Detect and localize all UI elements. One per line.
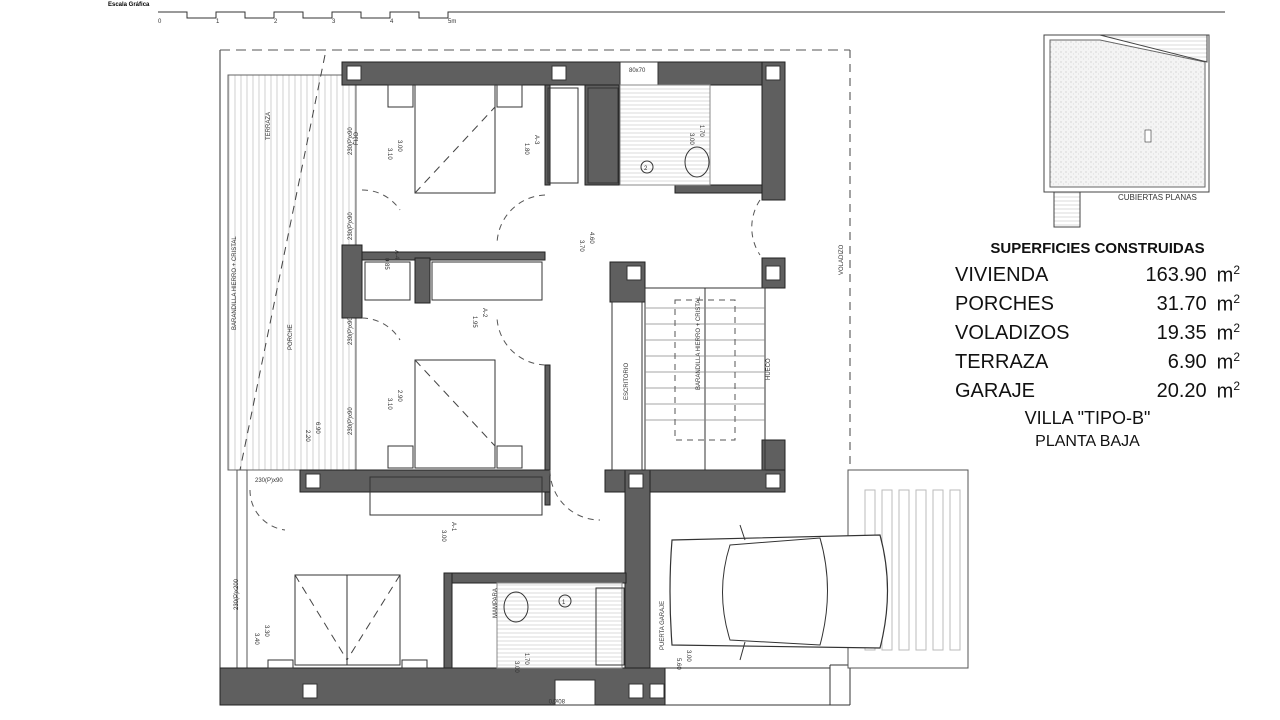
area-name: TERRAZA	[955, 351, 1049, 373]
terrace	[227, 74, 357, 471]
area-row: PORCHES 31.70 m2	[955, 290, 1240, 319]
floor-name: PLANTA BAJA	[1035, 433, 1140, 450]
plan-label: FIJO	[354, 132, 360, 145]
plan-label: 3.10	[386, 148, 392, 160]
plan-label: A-1	[450, 522, 456, 532]
plan-label: 80x70	[548, 697, 565, 703]
area-unit: m2	[1216, 379, 1240, 403]
plan-label: BARANDILLA HIERRO + CRISTAL	[696, 296, 702, 390]
staircase	[611, 287, 766, 471]
garage	[650, 469, 969, 669]
plan-label: 3.10	[386, 398, 392, 410]
plan-label: 2	[644, 166, 648, 172]
plan-label: 3.70	[578, 240, 584, 252]
plan-label: 230(P)x200	[234, 578, 240, 610]
area-row: TERRAZA 6.90 m2	[955, 348, 1240, 377]
area-unit: m2	[1216, 292, 1240, 316]
pergola-slat	[949, 489, 961, 651]
plan-label: 1.80	[523, 143, 529, 155]
plan-label: 3.00	[688, 133, 694, 145]
plan-label: A-4	[393, 250, 399, 260]
bed-3	[267, 574, 428, 669]
plan-label: PORCHE	[288, 324, 294, 350]
scale-tick-label: 5m	[448, 19, 456, 25]
plan-label: 230(P)x90	[348, 212, 354, 240]
plan-label: 5.60	[675, 658, 681, 670]
area-unit: m2	[1216, 321, 1240, 345]
plan-label: 1.70	[698, 125, 704, 137]
plan-label: 230(P)x90	[348, 407, 354, 435]
pergola-slat	[932, 489, 944, 651]
area-name: VOLADIZOS	[955, 322, 1070, 344]
table-title: SUPERFICIES CONSTRUIDAS	[990, 240, 1205, 257]
plan-label: 3.00	[440, 530, 446, 542]
plan-label: 80x70	[629, 68, 646, 74]
plan-label: A-2	[481, 308, 487, 318]
bed-1	[387, 84, 523, 194]
plan-label: 3.30	[263, 625, 269, 637]
plan-label: 1	[562, 600, 566, 606]
plan-label: 230(P)x90	[348, 127, 354, 155]
graphic-scale: 0 1 2 3 4 5m	[158, 11, 1225, 25]
plan-label: 1.95	[471, 316, 477, 328]
car-icon	[669, 524, 889, 661]
pergola-slat	[915, 489, 927, 651]
built-areas-table: SUPERFICIES CONSTRUIDAS VIVIENDA 163.90 m2…	[955, 240, 1240, 451]
plan-label: 230(P)x90	[348, 317, 354, 345]
roof-plan-thumbnail	[1043, 34, 1210, 228]
plan-label: ESCRITORIO	[624, 362, 630, 400]
plan-label: MAMPARA	[493, 588, 499, 618]
plan-label: 6.90	[314, 422, 320, 434]
area-value: 19.35	[1156, 322, 1207, 344]
scale-tick-label: 3	[332, 19, 336, 25]
area-value: 6.90	[1167, 351, 1207, 373]
plan-label: 1.70	[523, 653, 529, 665]
plan-label: BARANDILLA HIERRO + CRISTAL	[232, 236, 238, 330]
area-value: 31.70	[1156, 293, 1207, 315]
scale-tick-label: 1	[216, 19, 220, 25]
area-name: GARAJE	[955, 380, 1036, 402]
plan-label: VOLADIZO	[839, 244, 845, 275]
plan-label: 230(P)x90	[255, 478, 283, 484]
plan-label: 0.85	[383, 258, 389, 270]
bed-2	[387, 359, 523, 469]
area-row: VOLADIZOS 19.35 m2	[955, 319, 1240, 348]
plan-label: 3.00	[685, 650, 691, 662]
roof-caption: CUBIERTAS PLANAS	[1118, 193, 1197, 202]
plan-label: A-3	[533, 135, 539, 145]
plan-label: 3.00	[513, 661, 519, 673]
scale-tick-label: 2	[274, 19, 278, 25]
plan-label: 2.90	[396, 390, 402, 402]
scale-tick-label: 4	[390, 19, 394, 25]
area-name: PORCHES	[955, 293, 1054, 315]
villa-name: VILLA "TIPO-B"	[1024, 408, 1151, 428]
plan-label: PUERTA GARAJE	[660, 601, 666, 650]
area-unit: m2	[1216, 350, 1240, 374]
scale-label: Escala Gráfica	[108, 2, 150, 8]
area-row: GARAJE 20.20 m2	[955, 377, 1240, 406]
area-unit: m2	[1216, 263, 1240, 287]
plan-label: TERRAZA	[266, 112, 272, 140]
area-name: VIVIENDA	[955, 264, 1049, 286]
area-value: 163.90	[1145, 264, 1207, 286]
pergola-slat	[898, 489, 910, 651]
plan-label: HUECO	[766, 358, 772, 380]
area-value: 20.20	[1156, 380, 1207, 402]
area-row: VIVIENDA 163.90 m2	[955, 261, 1240, 290]
plan-label: 2.20	[304, 430, 310, 442]
plan-label: 3.40	[253, 633, 259, 645]
plan-label: 4.60	[588, 232, 594, 244]
scale-tick-label: 0	[158, 19, 162, 25]
plan-label: 3.00	[396, 140, 402, 152]
